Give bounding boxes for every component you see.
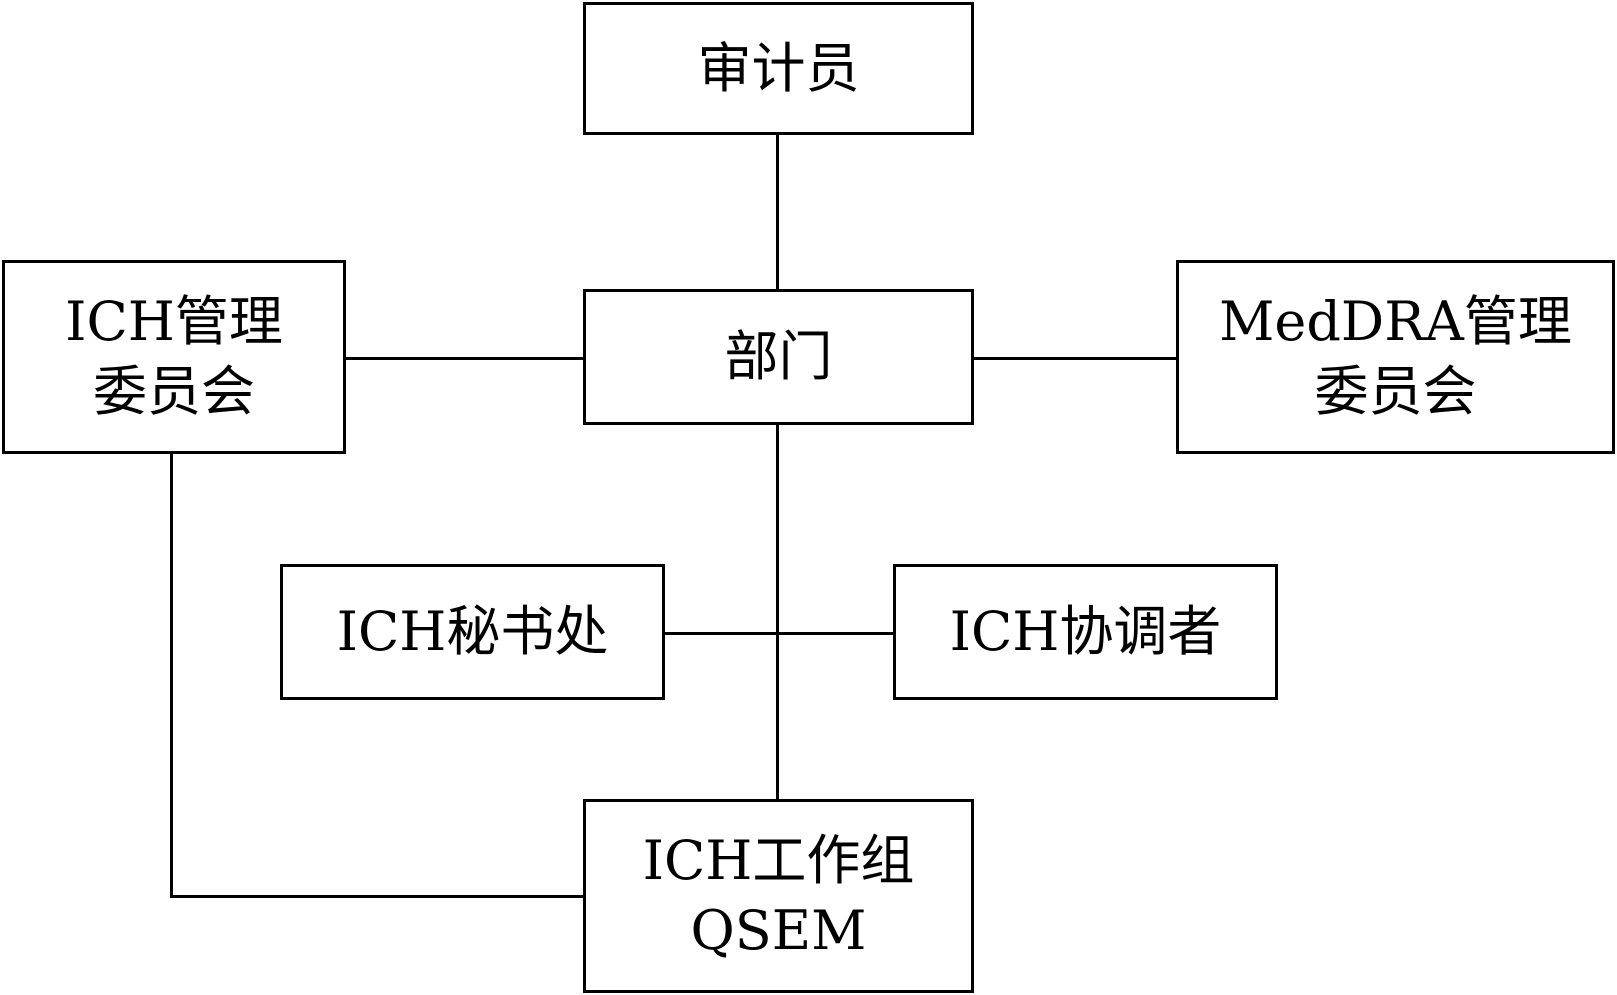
node-ich-management-label-line1: ICH管理 [65, 290, 283, 353]
connector-department-working-group [776, 422, 779, 802]
node-ich-working-group-label-line2: QSEM [690, 899, 867, 962]
node-meddra-management-committee: MedDRA管理 委员会 [1176, 260, 1615, 454]
node-ich-management-committee: ICH管理 委员会 [2, 260, 346, 454]
node-ich-management-label-line2: 委员会 [93, 360, 255, 423]
connector-department-meddra-management [972, 357, 1179, 360]
connector-management-working-group-horizontal [170, 895, 586, 898]
node-meddra-management-label-line1: MedDRA管理 [1219, 290, 1572, 353]
node-ich-working-group-label-line1: ICH工作组 [642, 829, 915, 892]
node-ich-coordinator: ICH协调者 [893, 564, 1278, 700]
node-department-label: 部门 [724, 325, 833, 388]
node-ich-working-group: ICH工作组 QSEM [583, 799, 974, 993]
connector-auditor-department [776, 132, 779, 292]
connector-ich-management-department [343, 357, 586, 360]
node-auditor: 审计员 [583, 2, 974, 135]
node-auditor-label: 审计员 [697, 36, 860, 100]
node-department: 部门 [583, 289, 974, 425]
connector-management-working-group-vertical [170, 452, 173, 898]
node-ich-secretariat: ICH秘书处 [280, 564, 665, 700]
node-ich-secretariat-label: ICH秘书处 [336, 600, 609, 663]
node-meddra-management-label-line2: 委员会 [1314, 360, 1477, 423]
connector-secretariat-coordinator [662, 632, 896, 635]
node-ich-coordinator-label: ICH协调者 [949, 600, 1222, 663]
